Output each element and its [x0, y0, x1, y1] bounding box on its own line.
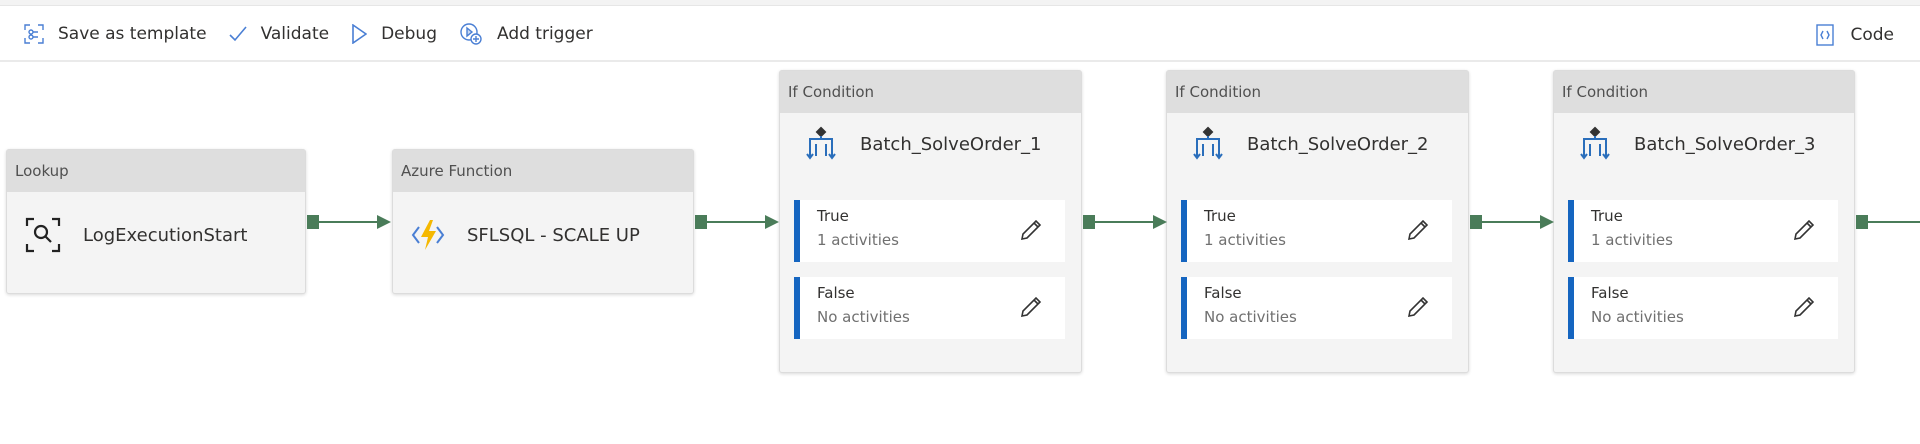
- true-branch[interactable]: True 1 activities: [1181, 200, 1452, 262]
- activity-type: If Condition: [1554, 71, 1854, 113]
- activity-type: Lookup: [7, 150, 305, 192]
- top-border: [0, 0, 1920, 6]
- if-condition-activity[interactable]: If Condition Batch_SolveOrder_1 True 1 a…: [779, 70, 1082, 373]
- add-trigger-label: Add trigger: [496, 23, 593, 44]
- true-branch[interactable]: True 1 activities: [794, 200, 1065, 262]
- template-icon: [24, 23, 44, 44]
- branch-label: False: [1591, 284, 1629, 302]
- pencil-icon[interactable]: [1019, 295, 1043, 319]
- code-icon: [1816, 23, 1835, 46]
- success-connector[interactable]: [1083, 215, 1167, 229]
- branch-status: No activities: [1204, 308, 1297, 326]
- activity-name: Batch_SolveOrder_2: [1247, 133, 1429, 155]
- success-connector[interactable]: [1856, 215, 1920, 229]
- success-handle[interactable]: [1083, 215, 1095, 229]
- branch-label: True: [1204, 207, 1236, 225]
- lookup-icon: [25, 217, 61, 253]
- pencil-icon[interactable]: [1406, 295, 1430, 319]
- branch-label: False: [817, 284, 855, 302]
- false-branch[interactable]: False No activities: [1181, 277, 1452, 339]
- if-condition-icon: [1193, 126, 1223, 160]
- pencil-icon[interactable]: [1792, 218, 1816, 242]
- activity-name: Batch_SolveOrder_3: [1634, 133, 1816, 155]
- arrow-head-icon: [1540, 215, 1554, 229]
- false-branch[interactable]: False No activities: [1568, 277, 1838, 339]
- false-branch[interactable]: False No activities: [794, 277, 1065, 339]
- add-trigger-icon: [460, 22, 482, 45]
- activity-type: If Condition: [1167, 71, 1468, 113]
- save-as-template-label: Save as template: [58, 23, 207, 44]
- debug-button[interactable]: Debug: [351, 23, 437, 44]
- arrow-head-icon: [377, 215, 391, 229]
- lookup-activity[interactable]: Lookup LogExecutionStart: [6, 149, 306, 294]
- activity-name: Batch_SolveOrder_1: [860, 133, 1042, 155]
- true-branch[interactable]: True 1 activities: [1568, 200, 1838, 262]
- branch-status: No activities: [817, 308, 910, 326]
- code-button[interactable]: Code: [1816, 7, 1894, 62]
- code-label: Code: [1850, 24, 1894, 45]
- success-handle[interactable]: [307, 215, 319, 229]
- branch-status: No activities: [1591, 308, 1684, 326]
- if-condition-activity[interactable]: If Condition Batch_SolveOrder_2 True 1 a…: [1166, 70, 1469, 373]
- success-handle[interactable]: [695, 215, 707, 229]
- pencil-icon[interactable]: [1019, 218, 1043, 242]
- branch-status: 1 activities: [817, 231, 899, 249]
- branch-label: False: [1204, 284, 1242, 302]
- pencil-icon[interactable]: [1406, 218, 1430, 242]
- save-as-template-button[interactable]: Save as template: [24, 24, 207, 44]
- play-icon: [352, 23, 368, 44]
- branch-label: True: [1591, 207, 1623, 225]
- branch-status: 1 activities: [1591, 231, 1673, 249]
- branch-status: 1 activities: [1204, 231, 1286, 249]
- validate-label: Validate: [260, 23, 330, 44]
- activity-type: Azure Function: [393, 150, 693, 192]
- success-handle[interactable]: [1856, 215, 1868, 229]
- arrow-head-icon: [1153, 215, 1167, 229]
- add-trigger-button[interactable]: Add trigger: [459, 22, 593, 46]
- success-connector[interactable]: [1470, 215, 1554, 229]
- debug-label: Debug: [381, 23, 437, 44]
- azure-function-activity[interactable]: Azure Function SFLSQL - SCALE UP: [392, 149, 694, 294]
- if-condition-activity[interactable]: If Condition Batch_SolveOrder_3 True 1 a…: [1553, 70, 1855, 373]
- if-condition-icon: [1580, 126, 1610, 160]
- toolbar: Save as template Validate Debug Add trig…: [0, 7, 1920, 62]
- pencil-icon[interactable]: [1792, 295, 1816, 319]
- success-connector[interactable]: [307, 215, 392, 229]
- arrow-head-icon: [765, 215, 779, 229]
- azure-function-icon: [411, 220, 445, 250]
- validate-button[interactable]: Validate: [228, 23, 330, 44]
- success-connector[interactable]: [695, 215, 779, 229]
- branch-label: True: [817, 207, 849, 225]
- activity-type: If Condition: [780, 71, 1081, 113]
- activity-name: LogExecutionStart: [83, 224, 248, 246]
- success-handle[interactable]: [1470, 215, 1482, 229]
- activity-name: SFLSQL - SCALE UP: [467, 224, 640, 246]
- checkmark-icon: [228, 25, 247, 41]
- if-condition-icon: [806, 126, 836, 160]
